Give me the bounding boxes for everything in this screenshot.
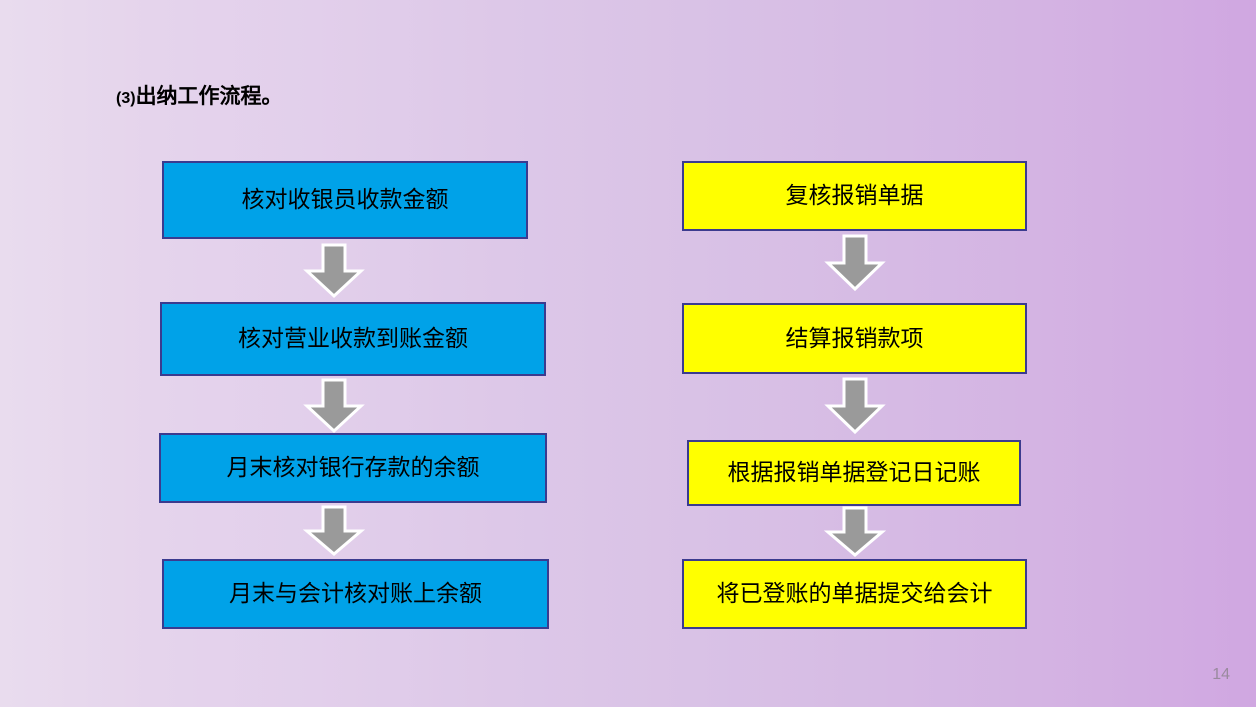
flow-box-right-2[interactable]: 结算报销款项 — [682, 303, 1027, 374]
flow-box-right-3[interactable]: 根据报销单据登记日记账 — [687, 440, 1021, 506]
flow-box-left-3-label: 月末核对银行存款的余额 — [226, 455, 480, 481]
page-title-text: 出纳工作流程。 — [135, 85, 283, 108]
page-title: (3)出纳工作流程。 — [116, 80, 283, 110]
arrow-left-3 — [303, 505, 365, 556]
flow-box-right-4-label: 将已登账的单据提交给会计 — [716, 581, 993, 607]
arrow-left-2 — [303, 378, 365, 434]
arrow-right-2 — [824, 377, 886, 435]
arrow-right-3 — [824, 506, 886, 557]
arrow-left-1 — [303, 243, 365, 299]
flow-box-right-3-label: 根据报销单据登记日记账 — [727, 460, 981, 486]
flow-box-left-2[interactable]: 核对营业收款到账金额 — [160, 302, 546, 376]
page-title-number: (3) — [116, 90, 136, 107]
flow-box-left-1-label: 核对收银员收款金额 — [241, 187, 449, 213]
flow-box-right-1-label: 复核报销单据 — [785, 183, 924, 209]
flow-box-right-1[interactable]: 复核报销单据 — [682, 161, 1027, 231]
flow-box-left-3[interactable]: 月末核对银行存款的余额 — [159, 433, 547, 503]
flow-box-right-4[interactable]: 将已登账的单据提交给会计 — [682, 559, 1027, 629]
flow-box-left-4-label: 月末与会计核对账上余额 — [229, 581, 482, 607]
flow-box-left-4[interactable]: 月末与会计核对账上余额 — [162, 559, 549, 629]
arrow-right-1 — [824, 234, 886, 292]
page-number: 14 — [1212, 666, 1230, 683]
flow-box-left-1[interactable]: 核对收银员收款金额 — [162, 161, 528, 239]
flow-box-left-2-label: 核对营业收款到账金额 — [238, 326, 468, 352]
flow-box-right-2-label: 结算报销款项 — [785, 325, 924, 351]
